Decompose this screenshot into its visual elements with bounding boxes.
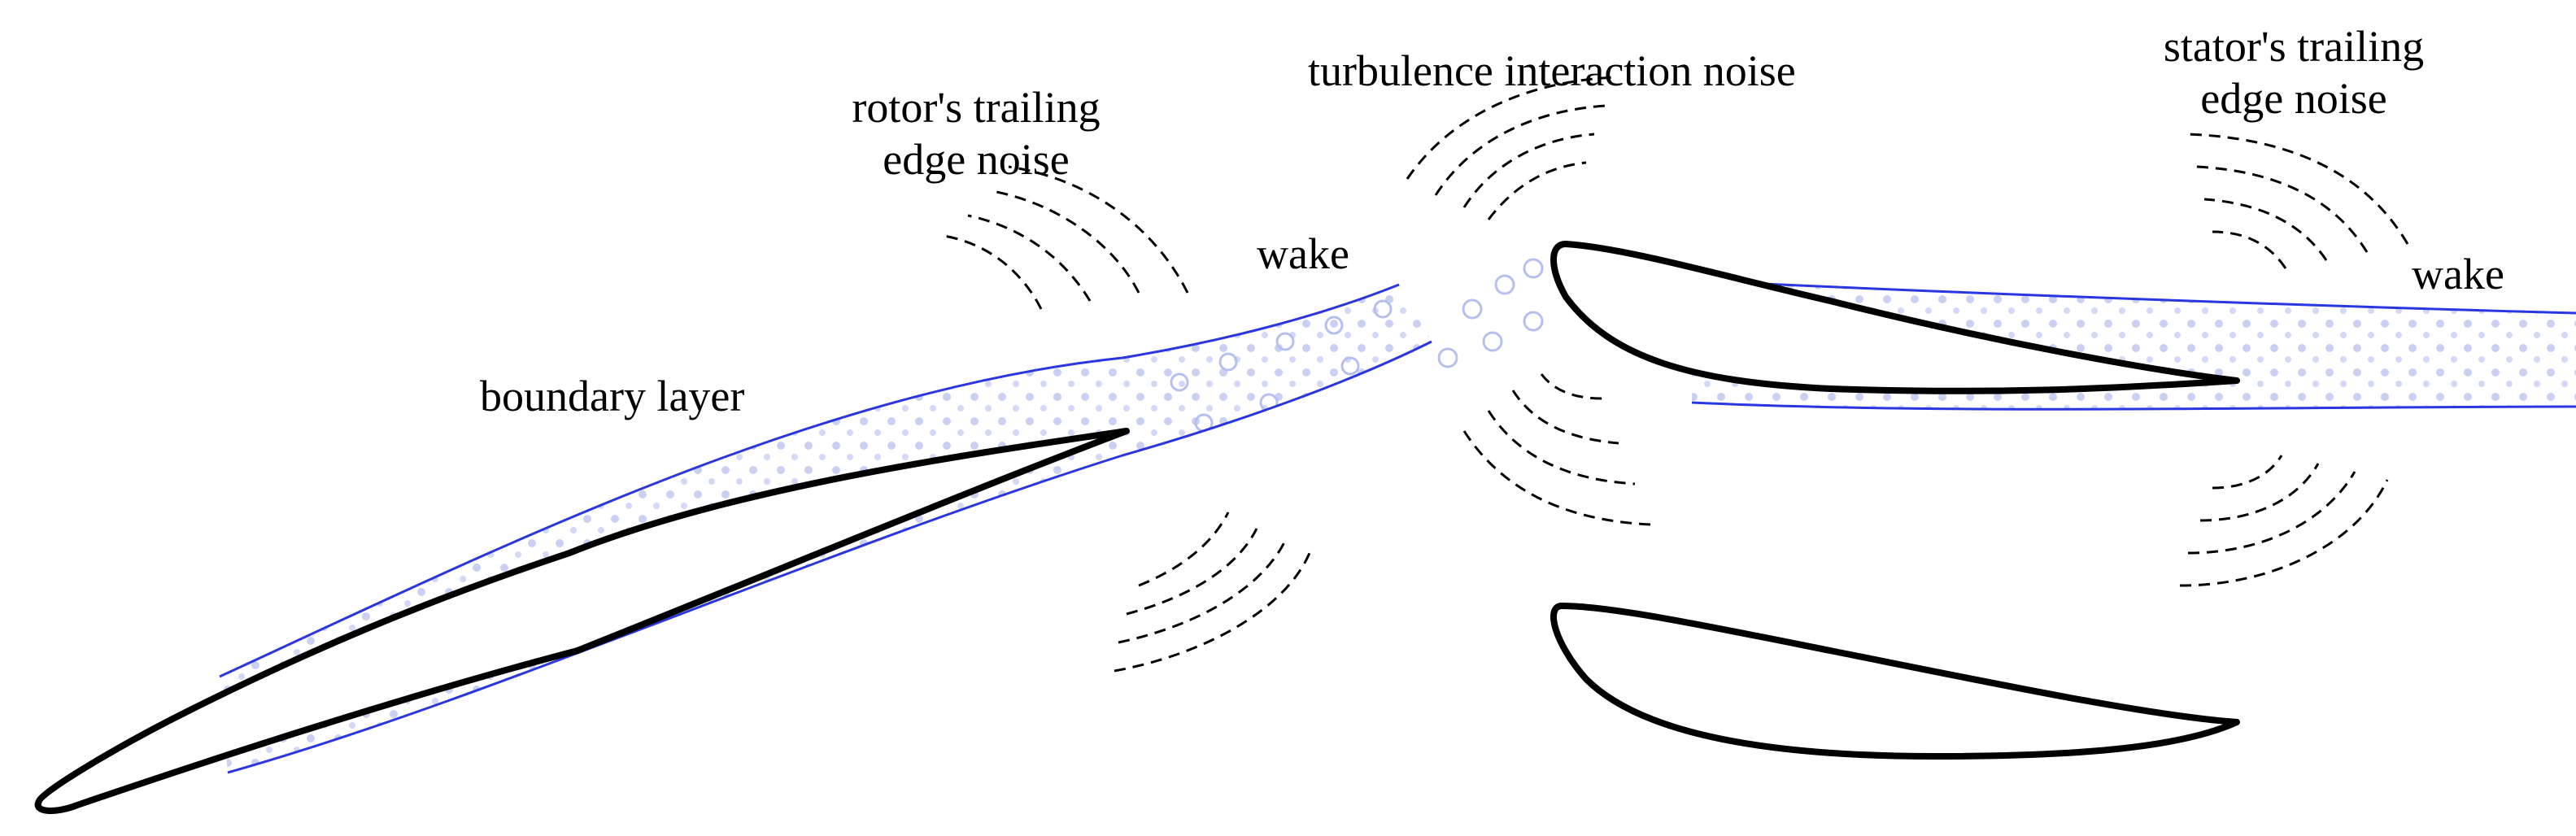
stator-noise-label-line2: edge noise — [2200, 74, 2387, 123]
rotor-wake-label: wake — [1257, 229, 1349, 278]
turbulence-swirls — [1437, 258, 1544, 368]
stator-blade-lower — [1550, 603, 2240, 760]
rotor-noise-label: rotor's trailing edge noise — [748, 81, 1204, 185]
stator-wake-label: wake — [2412, 250, 2504, 298]
turbulence-noise-label: turbulence interaction noise — [1308, 46, 1796, 95]
stator-noise-label: stator's trailing edge noise — [2090, 20, 2497, 124]
vortex-swirls — [1170, 299, 1393, 433]
turbulence-noise-waves-upper — [1406, 76, 1615, 220]
rotor-wake-lower-edge — [227, 340, 1432, 774]
rotor-noise-label-line2: edge noise — [883, 135, 1070, 184]
boundary-layer-label: boundary layer — [480, 372, 745, 420]
turbulence-noise-waves-lower — [1462, 373, 1652, 526]
stator-noise-waves-upper — [2187, 133, 2409, 269]
stator-noise-label-line1: stator's trailing — [2163, 22, 2425, 71]
rotor-noise-label-line1: rotor's trailing — [852, 83, 1101, 132]
rotor-blade — [34, 428, 1130, 814]
stator-wake-upper-edge — [1691, 279, 2576, 315]
stator-noise-waves-lower — [2179, 455, 2389, 587]
rotor-noise-waves-lower — [1114, 512, 1311, 673]
stator-blade-upper — [1550, 241, 2240, 394]
stator-wake-lower-edge — [1691, 401, 2576, 411]
rotor-noise-waves-upper — [943, 165, 1189, 310]
rotor-wake-upper-edge — [219, 283, 1400, 678]
